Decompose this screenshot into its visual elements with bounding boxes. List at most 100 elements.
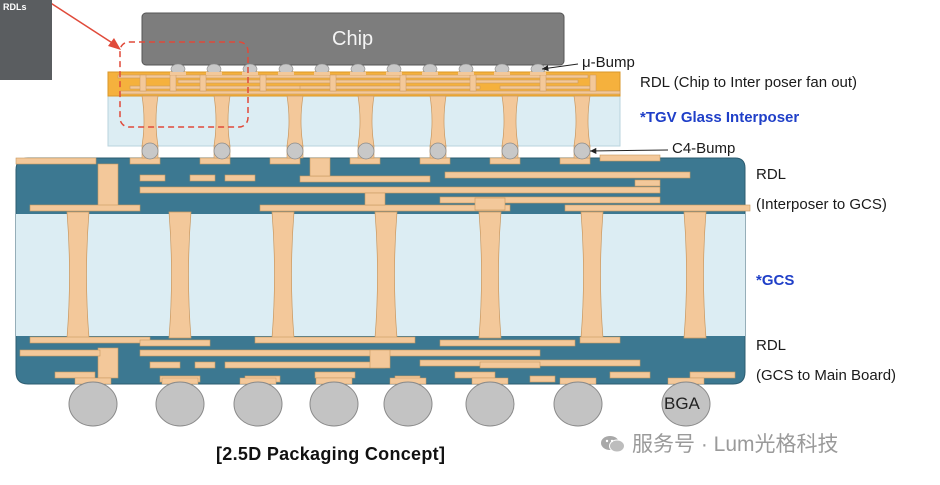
substrate-rdl-trace bbox=[29, 336, 151, 344]
rdl-via bbox=[539, 74, 547, 92]
substrate-rdl-trace bbox=[224, 174, 256, 182]
core-through-via bbox=[271, 211, 295, 339]
substrate-rdl-trace bbox=[419, 157, 451, 165]
rdl-bot-sublabel: (GCS to Main Board) bbox=[756, 367, 897, 384]
substrate-rdl-trace bbox=[564, 204, 751, 212]
rdls-inset-thumbnail: RDLs bbox=[0, 0, 52, 80]
bga-ball bbox=[553, 381, 603, 427]
c4-pointer bbox=[589, 149, 669, 152]
substrate-rdl-trace bbox=[609, 371, 651, 379]
tgv-via bbox=[501, 95, 519, 147]
substrate-rdl-trace bbox=[139, 339, 211, 347]
c4-bump bbox=[429, 142, 447, 160]
highlight-arrow-line bbox=[45, 0, 118, 47]
core-through-via bbox=[168, 211, 192, 339]
substrate-rdl-trace bbox=[224, 361, 386, 369]
rdl-mid-label: RDL bbox=[756, 166, 787, 183]
micro-bump-pad bbox=[206, 72, 222, 75]
rdl-via bbox=[139, 74, 147, 92]
chip-label: Chip bbox=[332, 28, 374, 50]
substrate-rdl-trace bbox=[454, 371, 496, 379]
core-through-via bbox=[683, 211, 707, 339]
micro-bump-pad bbox=[458, 72, 474, 75]
rdl-via bbox=[259, 74, 267, 92]
substrate-rdl-trace bbox=[149, 361, 181, 369]
rdl-via bbox=[469, 74, 477, 92]
inset-label: RDLs bbox=[3, 2, 27, 12]
micro-bump-pad bbox=[422, 72, 438, 75]
substrate-rdl-trace bbox=[189, 174, 216, 182]
gcs-label: *GCS bbox=[756, 272, 795, 289]
micro-bump-pad bbox=[314, 72, 330, 75]
core-through-via bbox=[580, 211, 604, 339]
micro-bump-pad bbox=[278, 72, 294, 75]
tgv-via bbox=[286, 95, 304, 147]
substrate-rdl-trace bbox=[194, 361, 216, 369]
tgv-via bbox=[429, 95, 447, 147]
micro-bump-pad bbox=[170, 72, 186, 75]
micro-bump-pad bbox=[530, 72, 546, 75]
substrate-rdl-trace bbox=[254, 336, 416, 344]
bga-label: BGA bbox=[664, 394, 700, 413]
figure-caption: [2.5D Packaging Concept] bbox=[216, 444, 446, 464]
substrate-rdl-trace bbox=[634, 179, 661, 187]
substrate-rdl-trace bbox=[529, 375, 556, 383]
substrate-rdl-trace bbox=[579, 336, 621, 344]
rdl-trace bbox=[177, 79, 579, 84]
rdl-via bbox=[169, 74, 177, 92]
substrate-rdl-trace bbox=[364, 192, 386, 206]
substrate-via bbox=[309, 157, 331, 177]
substrate-rdl-trace bbox=[19, 349, 101, 357]
substrate-rdl-trace bbox=[299, 175, 431, 183]
c4-bump bbox=[573, 142, 591, 160]
bga-ball bbox=[309, 381, 359, 427]
substrate-rdl-trace bbox=[444, 171, 691, 179]
ubump-label: μ-Bump bbox=[582, 54, 635, 71]
bga-ball bbox=[661, 381, 711, 427]
bga-ball bbox=[465, 381, 515, 427]
substrate-rdl-trace bbox=[479, 361, 541, 369]
substrate-rdl-trace bbox=[489, 157, 521, 165]
substrate-rdl-trace bbox=[139, 174, 166, 182]
substrate-rdl-trace bbox=[97, 163, 119, 207]
tgv-via bbox=[573, 95, 591, 147]
tgv-via bbox=[357, 95, 375, 147]
substrate-rdl-trace bbox=[689, 371, 736, 379]
c4-bump bbox=[501, 142, 519, 160]
substrate-rdl-trace bbox=[15, 157, 97, 165]
highlight-box bbox=[119, 41, 249, 128]
substrate-rdl-trace bbox=[199, 157, 231, 165]
substrate-rdl-trace bbox=[139, 186, 661, 194]
bga-ball bbox=[155, 381, 205, 427]
rdl-top-label: RDL (Chip to Inter poser fan out) bbox=[640, 74, 858, 91]
substrate-rdl-trace bbox=[129, 157, 161, 165]
c4-bump bbox=[141, 142, 159, 160]
substrate-rdl-trace bbox=[97, 347, 119, 379]
micro-bump-pad bbox=[494, 72, 510, 75]
substrate-rdl-trace bbox=[439, 196, 661, 204]
substrate-rdl-trace bbox=[269, 157, 301, 165]
bga-ball bbox=[233, 381, 283, 427]
substrate-rdl-trace bbox=[559, 157, 591, 165]
rdl-via bbox=[199, 74, 207, 92]
highlight-arrowhead bbox=[108, 38, 121, 50]
substrate-rdl-trace bbox=[259, 204, 511, 212]
c4-bump bbox=[286, 142, 304, 160]
tgv-via bbox=[141, 95, 159, 147]
rdl-via bbox=[589, 74, 597, 92]
substrate-rdl-trace bbox=[599, 154, 661, 162]
tgv-via bbox=[213, 95, 231, 147]
c4-bump bbox=[213, 142, 231, 160]
ubump-pointer-head bbox=[542, 65, 549, 72]
substrate-rdl-trace bbox=[314, 371, 356, 379]
rdl-trace bbox=[299, 85, 481, 90]
c4-bump-label: C4-Bump bbox=[672, 140, 736, 157]
rdl-via bbox=[329, 74, 337, 92]
substrate-rdl-trace bbox=[54, 371, 96, 379]
tgv-label: *TGV Glass Interposer bbox=[640, 109, 800, 126]
rdl-via bbox=[399, 74, 407, 92]
core-through-via bbox=[478, 211, 502, 339]
rdl-trace bbox=[119, 90, 621, 95]
